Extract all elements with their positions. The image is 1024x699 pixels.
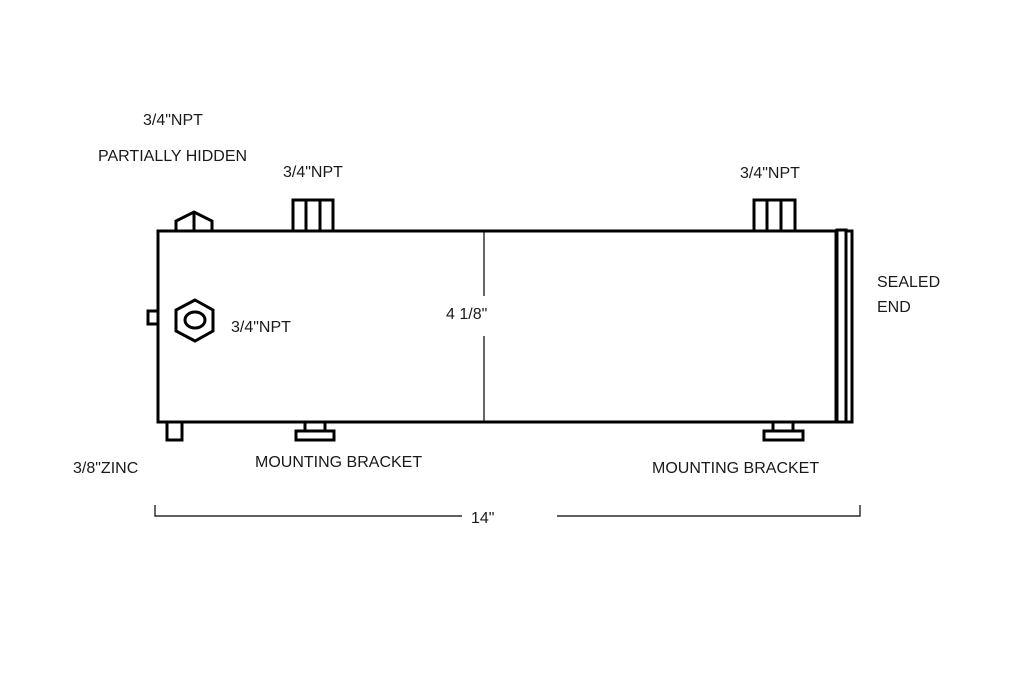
top-right-port <box>752 198 797 233</box>
right-mounting-bracket <box>762 419 805 442</box>
top-left-port <box>291 198 335 233</box>
side-port-label: 3/4"NPT <box>231 319 291 336</box>
left-bracket-label: MOUNTING BRACKET <box>255 454 422 471</box>
height-dimension-label: 4 1/8" <box>446 306 487 323</box>
left-mounting-bracket <box>294 419 336 442</box>
sealed-end-cap <box>835 228 854 424</box>
sealed-end-label-line1: SEALED <box>877 274 940 291</box>
length-dimension-label: 14" <box>471 510 494 527</box>
zinc-anode <box>165 420 184 442</box>
hidden-port-note-label: PARTIALLY HIDDEN <box>98 148 247 165</box>
length-dimension-line-left <box>154 505 462 517</box>
hex-port-icon <box>174 298 215 343</box>
sealed-end-label-line2: END <box>877 299 911 316</box>
main-body <box>156 229 838 424</box>
top-right-port-label: 3/4"NPT <box>740 165 800 182</box>
top-left-port-label: 3/4"NPT <box>283 164 343 181</box>
right-bracket-label: MOUNTING BRACKET <box>652 460 819 477</box>
length-dimension-line-right <box>557 505 861 517</box>
hidden-port-size-label: 3/4"NPT <box>143 112 203 129</box>
zinc-label: 3/8"ZINC <box>73 460 138 477</box>
